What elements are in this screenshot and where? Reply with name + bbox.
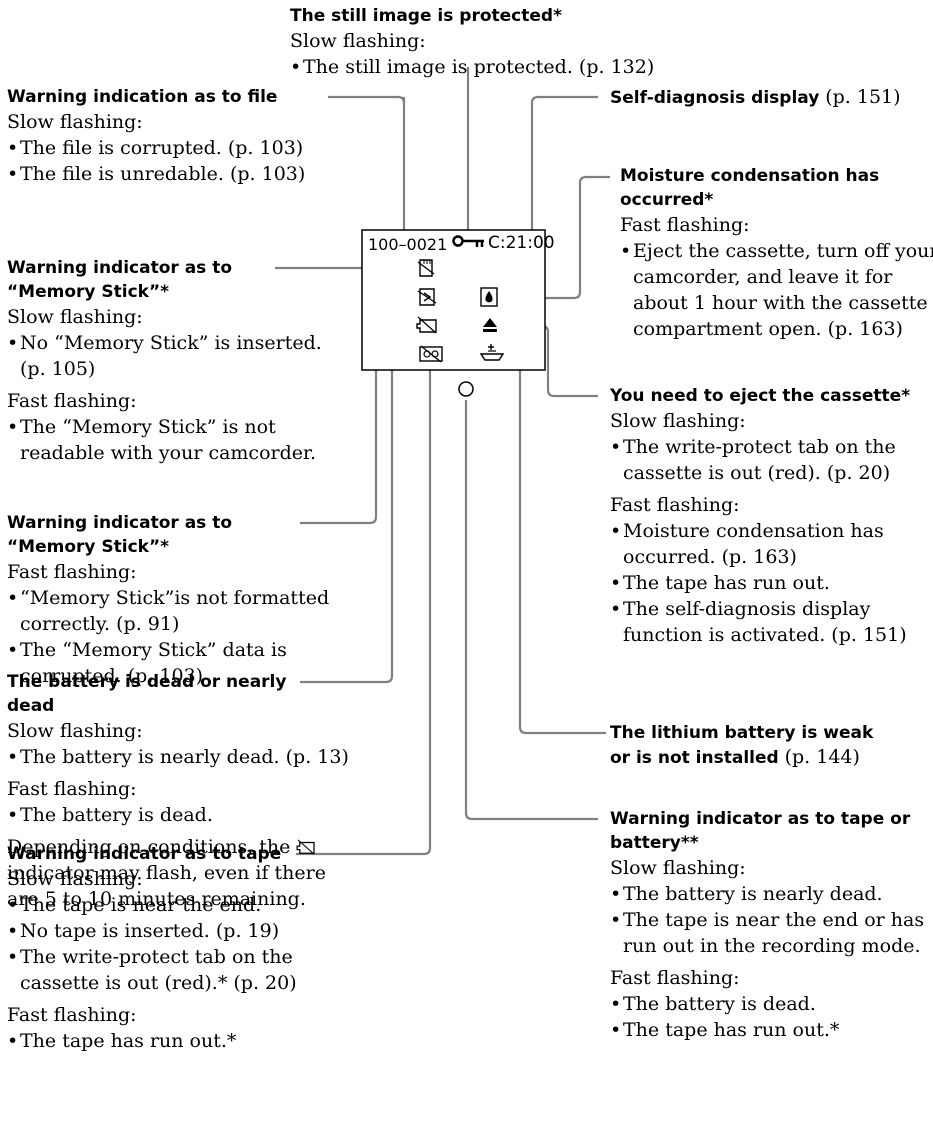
battery-block: The battery is dead or nearly dead Slow …: [7, 670, 349, 912]
moisture-fast: Fast flashing:: [620, 214, 750, 236]
eject-b1-l1: The write-protect tab on the: [610, 434, 910, 460]
memory-stick-error-icon: [417, 287, 437, 312]
tape-battery-b1: The battery is nearly dead.: [610, 881, 924, 907]
eject-slow: Slow flashing:: [610, 410, 746, 432]
tape-b1: The tape is near the end.: [7, 892, 297, 918]
self-diagnosis-block: Self-diagnosis display (p. 151): [610, 85, 901, 110]
eject-b1-l2: cassette is out (red). (p. 20): [623, 462, 891, 484]
moisture-b1-l1: Eject the cassette, turn off your: [620, 238, 933, 264]
warning-lamp-icon: [458, 381, 474, 397]
battery-note-l2: indicator may flash, even if there: [7, 862, 326, 884]
moisture-drop-icon: [480, 287, 498, 312]
ms2-b1-l1: “Memory Stick”is not formatted: [7, 585, 329, 611]
file-warning-b2: The file is unredable. (p. 103): [7, 161, 305, 187]
ms1-slow: Slow flashing:: [7, 306, 143, 328]
protected-slow: Slow flashing:: [290, 30, 426, 52]
ms2-title-1: Warning indicator as to: [7, 513, 233, 533]
eject-b3: The tape has run out.: [610, 570, 910, 596]
memory-stick-warning-icon: [417, 258, 435, 283]
memory-stick-block-2: Warning indicator as to “Memory Stick”* …: [7, 511, 329, 689]
display-counter: C:21:00: [488, 233, 555, 253]
eject-b4-l2: function is activated. (p. 151): [623, 624, 907, 646]
ms1-fast: Fast flashing:: [7, 390, 137, 412]
tape-battery-b4: The tape has run out.*: [610, 1017, 924, 1043]
ms1-b2-l1: The “Memory Stick” is not: [7, 414, 322, 440]
tape-battery-b2-l2: run out in the recording mode.: [623, 935, 921, 957]
tape-battery-title-1: Warning indicator as to tape or: [610, 809, 911, 829]
ms2-b2-l1: The “Memory Stick” data is: [7, 637, 329, 663]
file-warning-block: Warning indication as to file Slow flash…: [7, 85, 305, 187]
battery-title-2: dead: [7, 696, 55, 716]
tape-b3-l2: cassette is out (red).* (p. 20): [20, 972, 297, 994]
battery-b1: The battery is nearly dead. (p. 13): [7, 744, 349, 770]
eject-title: You need to eject the cassette*: [610, 386, 911, 406]
lithium-title-1: The lithium battery is weak: [610, 723, 874, 743]
memory-stick-block-1: Warning indicator as to “Memory Stick”* …: [7, 256, 322, 466]
moisture-block: Moisture condensation has occurred* Fast…: [620, 164, 933, 342]
display-screen: [361, 229, 546, 371]
eject-b4-l1: The self-diagnosis display: [610, 596, 910, 622]
eject-icon: [481, 316, 499, 339]
lithium-battery-icon: [479, 343, 505, 368]
protected-block: The still image is protected* Slow flash…: [290, 4, 654, 80]
ms1-b1-l2: (p. 105): [20, 358, 96, 380]
battery-inline-icon: [296, 839, 316, 855]
moisture-b1-l2: camcorder, and leave it for: [633, 266, 893, 288]
moisture-b1-l3: about 1 hour with the cassette: [633, 292, 928, 314]
battery-note-l1: Depending on conditions, the: [7, 834, 349, 860]
self-diagnosis-title: Self-diagnosis display (p. 151): [610, 86, 901, 108]
eject-block: You need to eject the cassette* Slow fla…: [610, 384, 910, 648]
ms1-title-1: Warning indicator as to: [7, 258, 233, 278]
battery-title-1: The battery is dead or nearly: [7, 672, 287, 692]
moisture-b1-l4: compartment open. (p. 163): [633, 318, 903, 340]
protected-bullet: The still image is protected. (p. 132): [290, 54, 654, 80]
moisture-title-2: occurred*: [620, 190, 714, 210]
tape-b3-l1: The write-protect tab on the: [7, 944, 297, 970]
tape-battery-slow: Slow flashing:: [610, 857, 746, 879]
ms2-b1-l2: correctly. (p. 91): [20, 613, 180, 635]
tape-battery-block: Warning indicator as to tape or battery*…: [610, 807, 924, 1043]
lithium-title-2: or is not installed (p. 144): [610, 746, 860, 768]
tape-slow: Slow flashing:: [7, 868, 143, 890]
file-warning-title: Warning indication as to file: [7, 87, 278, 107]
key-icon-graphic: [452, 235, 484, 247]
tape-b4: The tape has run out.*: [7, 1028, 297, 1054]
ms1-b2-l2: readable with your camcorder.: [20, 442, 317, 464]
tape-battery-fast: Fast flashing:: [610, 967, 740, 989]
display-file-number: 100–0021: [368, 235, 448, 254]
eject-b2-l2: occurred. (p. 163): [623, 546, 797, 568]
battery-empty-icon: [416, 316, 438, 339]
tape-block: Warning indicator as to tape Slow flashi…: [7, 842, 297, 1054]
file-warning-slow: Slow flashing:: [7, 111, 143, 133]
battery-slow: Slow flashing:: [7, 720, 143, 742]
tape-battery-b3: The battery is dead.: [610, 991, 924, 1017]
ms1-title-2: “Memory Stick”*: [7, 282, 170, 302]
ms2-fast: Fast flashing:: [7, 561, 137, 583]
tape-fast: Fast flashing:: [7, 1004, 137, 1026]
moisture-title-1: Moisture condensation has: [620, 166, 880, 186]
file-warning-b1: The file is corrupted. (p. 103): [7, 135, 305, 161]
battery-fast: Fast flashing:: [7, 778, 137, 800]
eject-b2-l1: Moisture condensation has: [610, 518, 910, 544]
eject-fast: Fast flashing:: [610, 494, 740, 516]
no-tape-icon: [419, 345, 443, 368]
battery-b2: The battery is dead.: [7, 802, 349, 828]
tape-battery-title-2: battery**: [610, 833, 699, 853]
tape-b2: No tape is inserted. (p. 19): [7, 918, 297, 944]
lithium-block: The lithium battery is weak or is not in…: [610, 721, 873, 770]
ms2-b2-l2: corrupted. (p. 103): [20, 665, 204, 687]
key-icon: [452, 234, 486, 255]
protected-title: The still image is protected*: [290, 6, 562, 26]
tape-battery-b2-l1: The tape is near the end or has: [610, 907, 924, 933]
ms1-b1-l1: No “Memory Stick” is inserted.: [7, 330, 322, 356]
tape-title: Warning indicator as to tape: [7, 844, 282, 864]
ms2-title-2: “Memory Stick”*: [7, 537, 170, 557]
